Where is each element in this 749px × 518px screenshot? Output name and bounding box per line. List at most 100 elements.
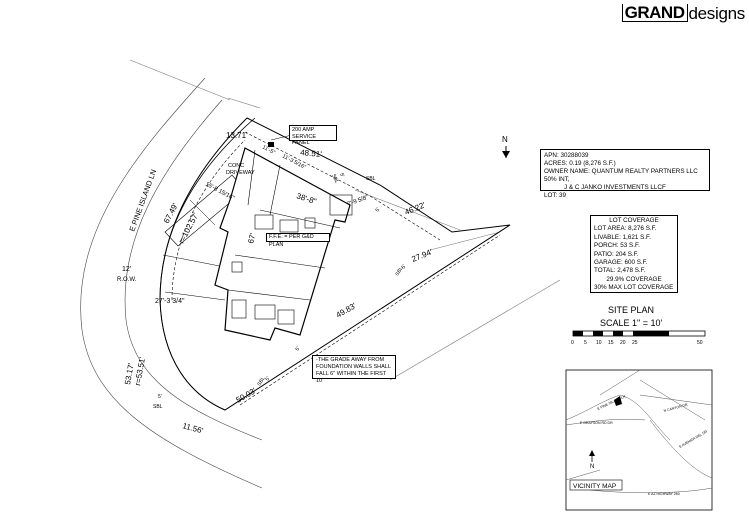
north-arrow-label: N: [502, 135, 508, 144]
vicinity-map-label: VICINITY MAP: [573, 483, 616, 490]
parcel-lot: LOT: 39: [544, 192, 567, 199]
coverage-pct: 29.9% COVERAGE: [606, 275, 662, 283]
room-detail: [277, 309, 295, 325]
room-detail: [254, 214, 274, 230]
driveway-label-1: CONC: [228, 163, 244, 169]
scale-tick-5: 5: [584, 340, 587, 346]
interior-wall: [259, 209, 341, 229]
parcel-apn: APN: 30288039: [544, 152, 589, 159]
vicinity-road-3: N CANYON DR: [663, 403, 688, 413]
dim-11-5: 11'-5": [261, 144, 276, 156]
dim-67: 67': [246, 232, 258, 245]
setback-5-5: 5': [265, 376, 272, 382]
setback-5-2: 5': [375, 207, 382, 213]
logo-bold-text: GRAND: [621, 4, 688, 22]
driveway-label-2: DRIVEWAY: [226, 170, 255, 176]
parcel-info-box: APN: 30288039 ACRES: 0.19 (8,276 S.F.) O…: [540, 149, 710, 199]
ffe-text: F.F.E. = PER G&D PLAN: [269, 234, 314, 248]
dim-53-17: 53.17': [123, 362, 136, 385]
scale-bar: 0 5 10 15 20 25 50: [571, 330, 706, 346]
grand-designs-logo: GRAND designs: [621, 3, 746, 23]
neighbor-line: [227, 97, 261, 109]
room-detail: [254, 304, 276, 320]
vicinity-road-5: E AZ HIGHWAY 260: [648, 492, 680, 496]
parcel-owner-1: OWNER NAME: QUANTUM REALTY PARTNERS LLC …: [544, 168, 698, 183]
row-label: 12': [122, 266, 131, 273]
setback-line: [171, 139, 246, 301]
coverage-max: 30% MAX LOT COVERAGE: [594, 284, 674, 292]
coverage-title: LOT COVERAGE: [609, 217, 659, 224]
ffe-label: F.F.E. = PER G&D PLAN: [266, 233, 330, 248]
street-label: E PINE ISLAND LN: [127, 168, 158, 233]
grade-note: -THE GRADE AWAY FROM FOUNDATION WALLS SH…: [312, 355, 396, 384]
interior-wall: [227, 289, 311, 301]
setback-sbl-1: SBL: [330, 173, 340, 184]
scale-tick-20: 20: [620, 340, 626, 346]
grade-note-line-3: FALL 6" WITHIN THE FIRST 10': [316, 371, 387, 384]
setback-5-4: 5': [295, 346, 302, 352]
coverage-row: LOT AREA: 8,276 S.F.: [594, 225, 657, 233]
room-detail: [231, 299, 247, 319]
interior-wall: [247, 149, 256, 206]
setback-5-3: 5': [401, 264, 408, 270]
setback-line: [244, 131, 369, 196]
patio: [329, 194, 353, 216]
coverage-row: TOTAL: 2,478 S.F.: [594, 267, 646, 275]
setback-sbl-5: SBL: [366, 176, 376, 182]
interior-wall: [269, 164, 281, 216]
room-detail: [279, 219, 299, 233]
dim-13-71: 13.71': [226, 131, 248, 140]
service-panel: [268, 142, 274, 147]
setback-sbl-4: SBL: [153, 404, 163, 410]
service-panel-label: 200 AMP SERVICE PANEL: [289, 125, 337, 146]
dim-27-94: 27.94': [410, 247, 434, 264]
scale-tick-50: 50: [697, 340, 703, 346]
scale-tick-15: 15: [608, 340, 614, 346]
scale-tick-10: 10: [596, 340, 602, 346]
dim-48-51: 48.51': [300, 148, 323, 159]
coverage-row: GARAGE: 600 S.F.: [594, 259, 648, 267]
coverage-row: LIVABLE: 1,621 S.F.: [594, 233, 651, 241]
dim-r53: r=53.51': [133, 356, 147, 386]
vicinity-north-label: N: [590, 464, 594, 470]
grade-note-line-1: -THE GRADE AWAY FROM: [316, 357, 385, 363]
dim-27-3: 27'-3 3/4": [155, 298, 185, 305]
scale-tick-25: 25: [632, 340, 638, 346]
neighbor-line: [354, 189, 461, 231]
grade-note-line-2: FOUNDATION WALLS SHALL: [316, 364, 391, 370]
road-edge-outer: [80, 77, 263, 489]
north-arrow: N: [502, 135, 510, 158]
dim-11-56: 11.56': [181, 421, 204, 435]
lot-coverage-box: LOT COVERAGE LOT AREA: 8,276 S.F. LIVABL…: [590, 215, 678, 293]
neighbor-line: [389, 279, 561, 381]
service-panel-line-2: SERVICE PANEL: [292, 133, 317, 147]
vicinity-road-1: E GRAYSON RD DR: [580, 421, 613, 425]
scale-tick-0: 0: [571, 340, 574, 346]
house-footprint: [214, 147, 351, 341]
dim-r102: r=102.57': [177, 211, 201, 245]
dim-15-8: 15'-8 15/16": [204, 181, 235, 201]
coverage-row: PORCH: 53 S.F.: [594, 242, 640, 250]
site-plan-title: SITE PLAN: [608, 305, 654, 315]
setback-line: [239, 234, 501, 406]
setback-5-1: 5': [338, 172, 345, 178]
room-detail: [304, 217, 316, 229]
logo-light-text: designs: [688, 3, 746, 23]
dim-7-9: 7'-9 5/8": [347, 195, 370, 208]
setback-5-6: 5': [158, 394, 162, 400]
room-detail: [231, 261, 243, 273]
parcel-acres: ACRES: 0.19 (8,276 S.F.): [544, 160, 616, 167]
road-edge-inner: [124, 99, 263, 441]
neighbor-line: [429, 231, 501, 251]
dim-50-03: 50.03': [235, 386, 259, 405]
coverage-row: PATIO: 204 S.F.: [594, 250, 639, 258]
parcel-owner-2: J & C JANKO INVESTMENTS LLCF: [564, 184, 666, 191]
setback-sbl-2: SBL: [395, 266, 405, 277]
service-panel-line-1: 200 AMP: [292, 127, 315, 133]
neighbor-line: [129, 59, 231, 101]
site-plan-scale: SCALE 1" = 10': [600, 318, 662, 328]
setback-line: [369, 195, 441, 241]
dim-49-83: 49.83': [335, 301, 359, 320]
